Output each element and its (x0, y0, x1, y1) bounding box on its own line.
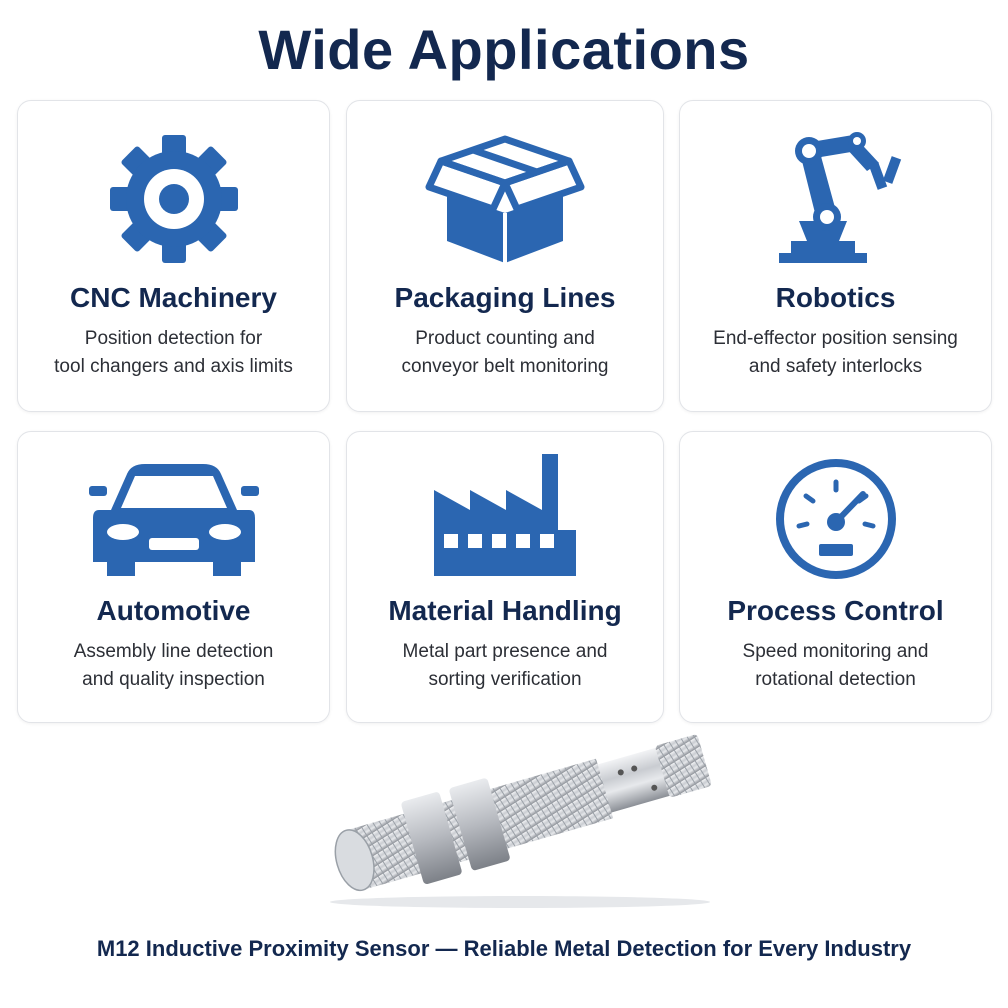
card-description: Assembly line detection and quality insp… (73, 641, 274, 690)
page-title: Wide Applications (258, 18, 750, 81)
factory-icon (430, 446, 580, 580)
card-automotive: Automotive Assembly line detection and q… (17, 431, 330, 723)
card-description: End-effector position sensing and safety… (713, 328, 958, 377)
proximity-sensor-image (300, 730, 740, 910)
card-process-control: Process Control Speed monitoring and rot… (679, 431, 992, 723)
card-title: Material Handling (388, 595, 622, 626)
card-description: Speed monitoring and rotational detectio… (742, 641, 929, 690)
card-description: Metal part presence and sorting verifica… (402, 641, 608, 690)
gauge-icon (771, 454, 901, 584)
card-robotics: Robotics End-effector position sensing a… (679, 100, 992, 412)
card-title: Automotive (96, 595, 251, 626)
card-title: CNC Machinery (70, 282, 277, 313)
card-material-handling: Material Handling Metal part presence an… (346, 431, 664, 723)
car-icon (88, 460, 259, 580)
footer-caption: M12 Inductive Proximity Sensor — Reliabl… (96, 936, 912, 961)
robot-arm-icon (761, 129, 911, 269)
box-icon (425, 131, 585, 267)
card-title: Process Control (727, 595, 944, 626)
card-description: Position detection for tool changers and… (54, 328, 293, 377)
card-title: Robotics (775, 282, 896, 313)
card-cnc-machinery: CNC Machinery Position detection for too… (17, 100, 330, 412)
gear-icon (104, 129, 244, 269)
card-description: Product counting and conveyor belt monit… (401, 328, 609, 377)
card-title: Packaging Lines (394, 282, 616, 313)
card-packaging-lines: Packaging Lines Product counting and con… (346, 100, 664, 412)
